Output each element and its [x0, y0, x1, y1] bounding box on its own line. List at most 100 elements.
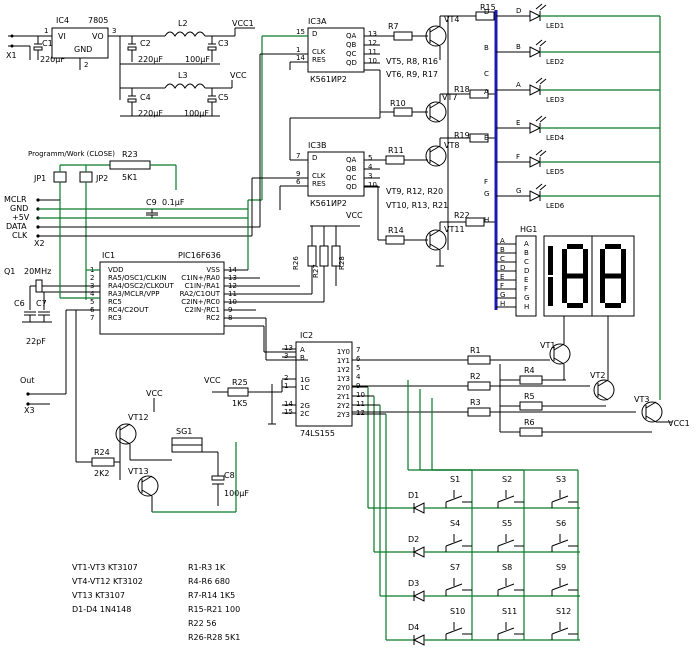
- mclr-label: MCLR: [4, 195, 27, 204]
- jp2-label: JP2: [95, 174, 108, 183]
- ic2-pin-number: 3: [284, 352, 288, 360]
- svg-text:2: 2: [84, 61, 88, 69]
- diode-label: D2: [408, 535, 419, 544]
- note1: VT5, R8, R16: [386, 57, 438, 66]
- c6-capacitor: C6: [14, 299, 36, 322]
- ic2-pin-number: 10: [356, 391, 365, 399]
- c4-label: C4: [140, 93, 151, 102]
- r23-value: 5K1: [122, 173, 137, 182]
- ic2-vcc: VCC: [204, 376, 221, 385]
- ic1-pin-number: 4: [90, 290, 95, 298]
- ic3a-pin-label: D: [312, 30, 317, 38]
- switch-11[interactable]: S11: [497, 607, 524, 640]
- hg1-side-letter: E: [500, 273, 504, 281]
- ic3a-pin-label: QB: [346, 41, 357, 49]
- bus-letter: C: [484, 70, 489, 78]
- switch-8[interactable]: S8: [497, 563, 524, 596]
- switch-label: S6: [556, 519, 566, 528]
- c5-capacitor: C5 100µF: [184, 88, 229, 118]
- switch-1[interactable]: S1: [445, 475, 472, 508]
- x3-label: X3: [24, 406, 35, 415]
- ic2-pin-number: 4: [356, 373, 361, 381]
- c9-capacitor: C9 0.1µF: [146, 198, 185, 218]
- ic3b-pin-label: CLK: [312, 172, 326, 180]
- c8-label: C8: [224, 471, 235, 480]
- c1-capacitor: C1 220µF: [33, 36, 65, 64]
- q1-label: Q1: [4, 267, 15, 276]
- c8-capacitor: C8 100µF: [211, 471, 249, 498]
- digit-3: [600, 244, 626, 308]
- switch-7[interactable]: S7: [445, 563, 472, 596]
- digit-2: [562, 244, 588, 308]
- diode-label: D4: [408, 623, 419, 632]
- vt3-transistor: VT3: [634, 395, 663, 423]
- ic2-pin-number: 2: [284, 374, 288, 382]
- hg1-side-letter: F: [500, 282, 504, 290]
- ic2-pin-number: 15: [284, 408, 293, 416]
- r5-label: R5: [524, 392, 535, 401]
- switch-2[interactable]: S2: [497, 475, 524, 508]
- ic3a-pin-number: 13: [368, 30, 377, 38]
- ic1-pin-number: 2: [90, 274, 94, 282]
- ic1-pin-number: 5: [90, 298, 94, 306]
- ic1-ref: IC1: [102, 251, 115, 260]
- ic2-pin-label: A: [300, 346, 305, 354]
- vt13-transistor: VT13: [128, 467, 159, 497]
- c4-capacitor: C4 220µF: [127, 88, 163, 118]
- ic3b-pin-number: 3: [368, 172, 372, 180]
- ic3a-ref: IC3A: [308, 17, 327, 26]
- switch-9[interactable]: S9: [551, 563, 578, 596]
- ic2-pin-number: 12: [356, 409, 365, 417]
- switch-4[interactable]: S4: [445, 519, 472, 552]
- c1-label: C1: [42, 39, 53, 48]
- note2: VT6, R9, R17: [386, 70, 438, 79]
- icsp-connector: MCLR GND +5V DATA CLK X2: [4, 195, 45, 248]
- ic2-pin-label: 1C: [300, 384, 309, 392]
- r2-label: R2: [470, 372, 481, 381]
- ic2-pin-label: 2Y3: [337, 411, 350, 419]
- l3-inductor: L3: [164, 71, 206, 89]
- note3: VT9, R12, R20: [386, 187, 443, 196]
- switch-6[interactable]: S6: [551, 519, 578, 552]
- switch-label: S1: [450, 475, 460, 484]
- q1-value: 20MHz: [24, 267, 51, 276]
- hg1-side-letter: C: [500, 255, 505, 263]
- ic2-pin-label: 1Y0: [337, 348, 350, 356]
- r23-resistor: R23 5K1: [109, 150, 151, 182]
- bus-letter: B: [484, 44, 489, 52]
- switch-label: S8: [502, 563, 512, 572]
- r28-label: R28: [338, 256, 346, 270]
- ic4-ref: IC4: [56, 16, 69, 25]
- bus-letter: G: [484, 190, 489, 198]
- vt8-label: VT8: [444, 141, 459, 150]
- power-supply: X1 C1 220µF IC4 7805 VI VO GND 1 3 2: [6, 16, 255, 118]
- ic3b-pin-number: 6: [296, 178, 301, 186]
- switch-12[interactable]: S12: [551, 607, 578, 640]
- vt3-label: VT3: [634, 395, 649, 404]
- switch-10[interactable]: S10: [445, 607, 472, 640]
- ic1-pin-label: C2IN+/RC0: [181, 298, 220, 306]
- led-name: LED2: [546, 58, 564, 66]
- buzzer-section: Out X3 VCC VT12 VT13 R24 2K2: [20, 309, 249, 513]
- switch-3[interactable]: S3: [551, 475, 578, 508]
- clk-label: CLK: [12, 231, 28, 240]
- r14-label: R14: [388, 226, 404, 235]
- r24-value: 2K2: [94, 469, 109, 478]
- note4: VT10, R13, R21: [386, 201, 448, 210]
- ic3a-pin-number: 11: [368, 48, 377, 56]
- hg1-side-letter: D: [500, 264, 505, 272]
- ic2-pin-label: 1Y2: [337, 366, 350, 374]
- led-name: LED1: [546, 22, 564, 30]
- ic1-pin-label: RA2/C1OUT: [180, 290, 221, 298]
- ic2-pin-number: 11: [356, 400, 365, 408]
- l3-label: L3: [178, 71, 188, 80]
- switch-5[interactable]: S5: [497, 519, 524, 552]
- ic2-pin-label: 2Y2: [337, 402, 350, 410]
